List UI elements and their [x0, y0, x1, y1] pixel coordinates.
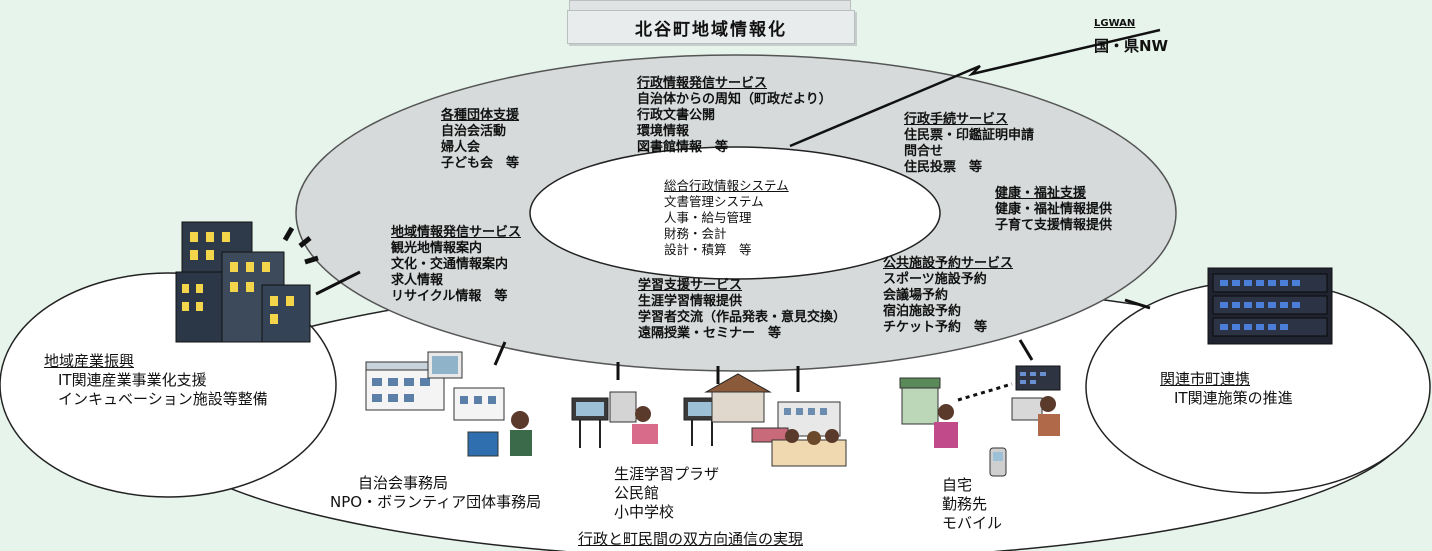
service-gyosei-hasshin: 行政情報発信サービス 自治体からの周知（町政だより） 行政文書公開 環境情報 図…	[637, 76, 832, 156]
service-heading: 公共施設予約サービス	[883, 256, 1014, 271]
service-item: 求人情報	[391, 273, 444, 288]
service-item: 自治体からの周知（町政だより）	[637, 92, 832, 107]
industry-item: IT関連産業事業化支援	[58, 371, 207, 389]
core-item: 人事・給与管理	[664, 210, 752, 225]
core-ellipse	[529, 146, 941, 280]
service-item: 行政文書公開	[637, 108, 716, 123]
service-item: 自治会活動	[441, 124, 507, 139]
service-item: 健康・福祉情報提供	[995, 202, 1113, 217]
core-item: 設計・積算 等	[664, 242, 752, 257]
learning-facilities-icon	[571, 373, 847, 467]
core-item: 文書管理システム	[664, 194, 764, 209]
bottom-jichikai: 自治会事務局 NPO・ボランティア団体事務局	[330, 474, 541, 512]
service-item: チケット予約 等	[883, 320, 988, 335]
service-heading: 学習支援サービス	[638, 278, 743, 293]
industry-heading: 地域産業振興	[44, 352, 135, 370]
service-heading: 各種団体支援	[441, 108, 520, 123]
service-item: 環境情報	[637, 124, 690, 139]
bottom-item: 自宅	[942, 476, 973, 494]
bottom-item: NPO・ボランティア団体事務局	[330, 493, 542, 511]
service-item: 住民投票 等	[904, 160, 983, 175]
service-item: 子育て支援情報提供	[995, 218, 1113, 233]
service-heading: 行政手続サービス	[904, 112, 1009, 127]
municipal-block: 関連市町連携 IT関連施策の推進	[1160, 370, 1293, 408]
service-item: 文化・交通情報案内	[391, 257, 509, 272]
bottom-shogai: 生涯学習プラザ 公民館 小中学校	[614, 465, 719, 522]
service-tetsuzuki: 行政手続サービス 住民票・印鑑証明申請 問合せ 住民投票 等	[904, 112, 1034, 176]
core-system: 総合行政情報システム 文書管理システム 人事・給与管理 財務・会計 設計・積算 …	[664, 178, 789, 258]
service-heading: 健康・福祉支援	[995, 186, 1087, 201]
bottom-item: 公民館	[614, 484, 660, 502]
service-item: 会議場予約	[883, 288, 949, 303]
national-network-label: 国・県NW	[1094, 37, 1169, 55]
service-heading: 地域情報発信サービス	[391, 225, 522, 240]
bottom-jitaku: 自宅 勤務先 モバイル	[942, 476, 1002, 533]
industry-item: インキュベーション施設等整備	[58, 390, 268, 408]
server-rack-icon	[1207, 267, 1333, 345]
bottom-item: 小中学校	[614, 503, 675, 521]
service-item: 住民票・印鑑証明申請	[904, 128, 1035, 143]
service-dantai: 各種団体支援 自治会活動 婦人会 子ども会 等	[441, 108, 519, 172]
lgwan-label: LGWAN	[1094, 18, 1136, 29]
municipal-heading: 関連市町連携	[1160, 370, 1251, 388]
bottom-item: モバイル	[942, 514, 1003, 532]
service-heading: 行政情報発信サービス	[637, 76, 768, 91]
service-chiiki-hasshin: 地域情報発信サービス 観光地情報案内 文化・交通情報案内 求人情報 リサイクル情…	[391, 225, 521, 305]
core-item: 財務・会計	[664, 226, 727, 241]
lgwan-link	[789, 28, 1161, 148]
service-item: 宿泊施設予約	[883, 304, 962, 319]
service-item: 子ども会 等	[441, 156, 520, 171]
title-box-tab	[569, 0, 851, 11]
connector-lines	[315, 270, 1151, 392]
core-heading: 総合行政情報システム	[664, 178, 789, 193]
service-koukyou: 公共施設予約サービス スポーツ施設予約 会議場予約 宿泊施設予約 チケット予約 …	[883, 256, 1013, 336]
service-kenko: 健康・福祉支援 健康・福祉情報提供 子育て支援情報提供	[995, 186, 1112, 234]
service-item: 観光地情報案内	[391, 241, 483, 256]
home-office-icon	[899, 365, 1061, 477]
bottom-item: 生涯学習プラザ	[614, 465, 720, 483]
footer-caption: 行政と町民間の双方向通信の実現	[578, 530, 804, 548]
service-item: 学習者交流（作品発表・意見交換）	[638, 310, 847, 325]
municipal-item: IT関連施策の推進	[1174, 389, 1293, 407]
service-item: 問合せ	[904, 144, 944, 159]
service-item: 生涯学習情報提供	[638, 294, 743, 309]
service-item: スポーツ施設予約	[883, 272, 987, 287]
service-item: 図書館情報 等	[637, 140, 729, 155]
service-item: 婦人会	[441, 140, 481, 155]
service-item: リサイクル情報 等	[391, 289, 508, 304]
service-item: 遠隔授業・セミナー 等	[638, 326, 782, 341]
page-title: 北谷町地域情報化	[567, 10, 855, 44]
page-title-text: 北谷町地域情報化	[635, 19, 787, 40]
bottom-item: 勤務先	[942, 495, 988, 513]
office-buildings-icon	[175, 221, 319, 343]
office-computers-icon	[365, 351, 532, 457]
service-gakushu: 学習支援サービス 生涯学習情報提供 学習者交流（作品発表・意見交換） 遠隔授業・…	[638, 278, 846, 342]
industry-block: 地域産業振興 IT関連産業事業化支援 インキュベーション施設等整備	[44, 352, 268, 409]
bottom-item: 自治会事務局	[358, 474, 449, 492]
